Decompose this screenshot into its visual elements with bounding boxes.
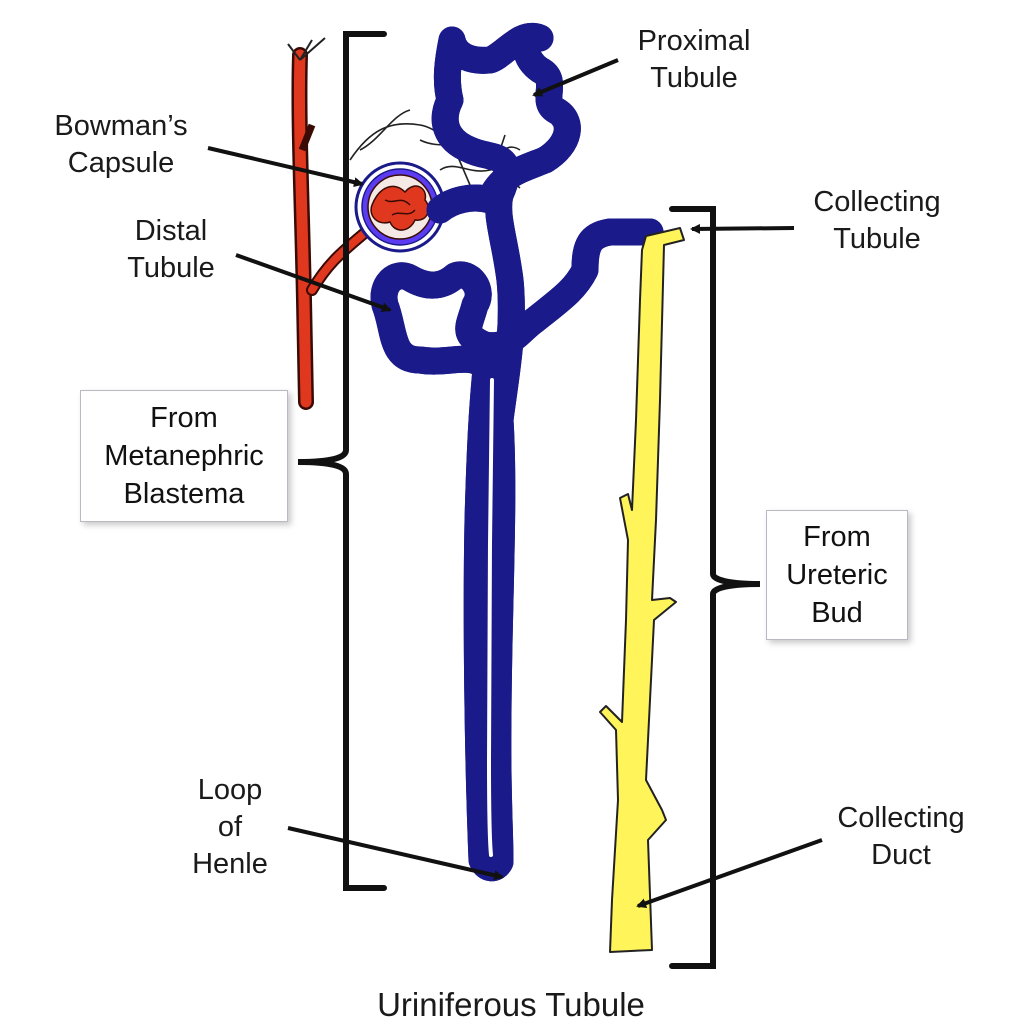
- arrow-collecting-duct: [636, 838, 823, 909]
- label-proximal-tubule: Proximal Tubule: [637, 25, 751, 94]
- diagram-caption: Uriniferous Tubule: [377, 986, 645, 1023]
- nephron-tubule: [384, 36, 664, 867]
- box-from-ureteric-bud: From Ureteric Bud: [766, 510, 908, 640]
- arrow-loop-of-henle: [287, 826, 504, 881]
- arrow-distal-tubule: [235, 253, 392, 313]
- box-from-metanephric-blastema: From Metanephric Blastema: [80, 390, 288, 522]
- arrow-collecting-tubule: [690, 223, 795, 234]
- label-bowmans-capsule: Bowman’s Capsule: [54, 110, 188, 179]
- collecting-duct-shape: [599, 227, 685, 953]
- bracket-ureteric: [669, 206, 761, 969]
- label-collecting-duct: Collecting Duct: [837, 802, 965, 871]
- leader-arrows: [207, 58, 823, 909]
- arrow-proximal-tubule: [532, 58, 619, 97]
- bowmans-capsule-shape: [354, 161, 446, 253]
- label-collecting-tubule: Collecting Tubule: [813, 186, 941, 255]
- label-loop-of-henle: Loop of Henle: [192, 774, 268, 880]
- blood-vessel: [287, 37, 374, 410]
- arrow-bowmans-capsule: [207, 146, 364, 188]
- bracket-metanephric: [297, 31, 387, 891]
- label-distal-tubule: Distal Tubule: [127, 215, 215, 284]
